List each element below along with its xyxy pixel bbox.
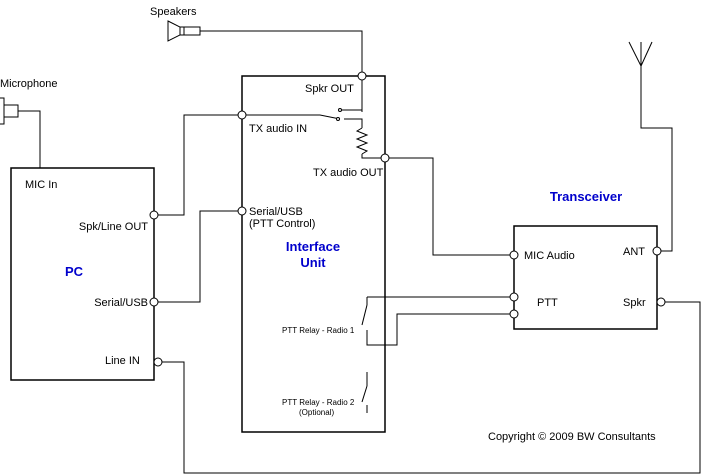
wire-spkr-line-in xyxy=(162,301,701,474)
pc-serial-jack xyxy=(149,297,159,307)
copyright-label: Copyright © 2009 BW Consultants xyxy=(488,431,656,443)
microphone-label: Microphone xyxy=(0,78,57,90)
ptt-control-label: (PTT Control) xyxy=(249,218,315,230)
resistor-symbol xyxy=(355,127,369,155)
wire-serial-usb xyxy=(158,210,238,303)
wire-pc-spk-out xyxy=(158,114,238,216)
pc-spk-line-out-label: Spk/Line OUT xyxy=(79,221,148,233)
wire-relay1-ptt-b xyxy=(366,313,510,346)
wire-tx-audio-out xyxy=(389,157,510,256)
mic-audio-jack xyxy=(509,250,519,260)
tx-audio-out-label: TX audio OUT xyxy=(313,167,384,179)
serial-usb-jack xyxy=(237,206,247,216)
pc-spk-out-jack xyxy=(149,210,159,220)
antenna-right xyxy=(640,41,653,67)
interface-title-line2: Unit xyxy=(300,255,326,270)
speakers-label: Speakers xyxy=(150,6,197,18)
wire-resistor-out xyxy=(361,154,381,159)
spkr-label: Spkr xyxy=(623,297,646,309)
ant-jack xyxy=(652,246,662,256)
pc-box xyxy=(10,167,155,381)
tx-audio-in-jack xyxy=(237,110,247,120)
interface-unit-box xyxy=(241,75,386,433)
pc-line-in-jack xyxy=(153,357,163,367)
pc-line-in-label: Line IN xyxy=(105,355,140,367)
pc-mic-in-label: MIC In xyxy=(25,179,57,191)
antenna-left xyxy=(628,41,642,67)
spkr-out-jack xyxy=(357,71,367,81)
ptt-label: PTT xyxy=(537,297,558,309)
transceiver-title: Transceiver xyxy=(550,189,622,204)
wire-switch-out xyxy=(344,118,363,128)
wire-antenna xyxy=(640,66,673,252)
relay1-contact xyxy=(361,304,368,326)
mic-audio-label: MIC Audio xyxy=(524,250,575,262)
relay2-optional-label: (Optional) xyxy=(299,408,334,417)
ptt-jack-a xyxy=(509,292,519,302)
pc-title: PC xyxy=(65,264,84,279)
relay1-label: PTT Relay - Radio 1 xyxy=(282,326,355,335)
serial-usb-label: Serial/USB xyxy=(249,206,303,218)
switch-contact-dot xyxy=(338,108,342,112)
switch-pivot-dot xyxy=(336,117,340,121)
wire-tx-in-internal xyxy=(246,114,341,120)
transceiver-box xyxy=(513,225,658,330)
ant-label: ANT xyxy=(623,246,645,258)
pc-serial-usb-label: Serial/USB xyxy=(94,297,148,309)
tx-audio-in-label: TX audio IN xyxy=(249,123,307,135)
interface-title-line1: Interface xyxy=(286,239,340,254)
wire-microphone xyxy=(18,110,41,168)
speaker-icon xyxy=(167,20,201,42)
wire-speakers xyxy=(200,30,363,72)
relay2-contact xyxy=(361,385,368,403)
relay2-label: PTT Relay - Radio 2 xyxy=(282,398,355,407)
spkr-jack xyxy=(656,297,666,307)
ptt-jack-b xyxy=(509,309,519,319)
tx-audio-out-jack xyxy=(380,153,390,163)
microphone-icon xyxy=(0,97,19,125)
spkr-out-label: Spkr OUT xyxy=(305,83,354,95)
